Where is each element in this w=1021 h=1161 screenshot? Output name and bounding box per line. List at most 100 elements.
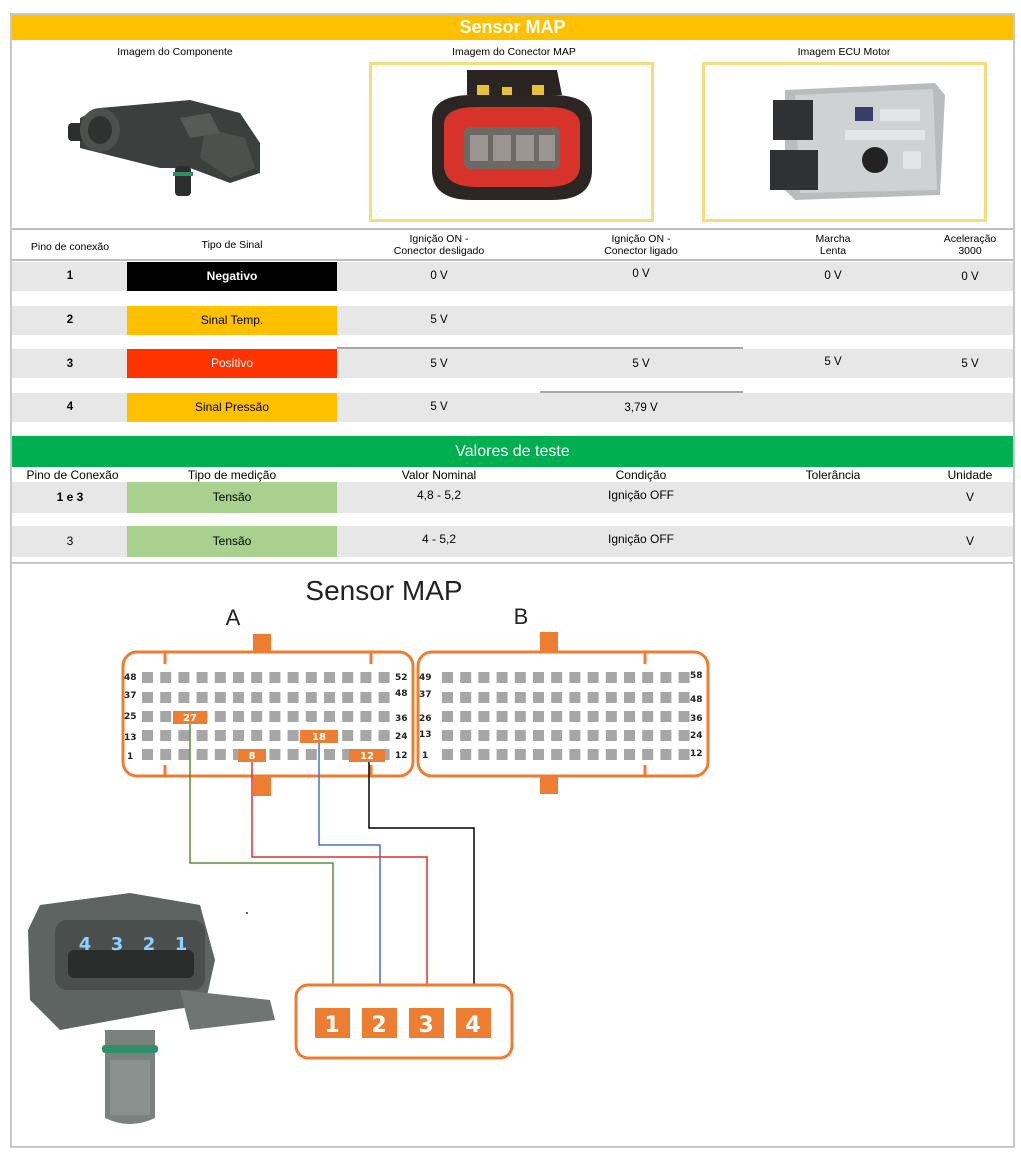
a-row-label-left: 25 <box>124 712 137 722</box>
connector-photo <box>432 70 592 200</box>
connector-pin <box>214 730 226 741</box>
map-sensor-photo <box>68 100 260 196</box>
a-row-label-right: 12 <box>395 751 408 761</box>
sensor-pin-label: 4 <box>79 934 92 955</box>
pin-label: 27 <box>183 713 197 724</box>
connector-pin <box>533 730 544 741</box>
connector-pin <box>196 730 208 741</box>
connector-pin <box>160 672 172 683</box>
header-measurement-type: Tipo de medição <box>187 468 277 482</box>
b-row-label-right: 24 <box>690 731 703 741</box>
connector-pin <box>305 672 317 683</box>
value-idle: 5 V <box>824 356 842 368</box>
connector-pin <box>442 749 453 760</box>
connector-pin <box>269 692 281 703</box>
connector-pin <box>360 672 372 683</box>
connector-pin <box>378 711 390 722</box>
value-ign-off: 5 V <box>430 401 448 413</box>
terminal-box <box>409 1008 444 1038</box>
connector-pin <box>251 711 263 722</box>
pin-label: 8 <box>249 751 256 762</box>
connector-pin <box>269 749 281 760</box>
diagram-title: Sensor MAP <box>305 575 462 606</box>
value-accel: 0 V <box>961 271 979 283</box>
connector-pin <box>478 749 490 760</box>
terminal-label: 3 <box>418 1013 433 1038</box>
header-signal-type: Tipo de Sinal <box>201 239 263 251</box>
connector-image-caption: Imagem do Conector MAP <box>452 46 576 58</box>
connector-pin <box>160 730 172 741</box>
connector-pin <box>496 672 508 683</box>
value-ign-off: 0 V <box>430 270 448 282</box>
pin-number: 1 <box>66 270 74 282</box>
pin-highlight <box>238 749 266 762</box>
b-row-label-right: 12 <box>690 749 703 759</box>
connector-pin <box>605 692 617 703</box>
connector-pin <box>233 672 244 683</box>
connector-pin <box>269 711 281 722</box>
connector-pin <box>678 730 690 741</box>
connector-pin <box>142 711 153 722</box>
cell-border <box>337 347 743 349</box>
pin-number: 4 <box>66 401 74 413</box>
connector-pin <box>342 672 354 683</box>
connector-pin <box>533 711 544 722</box>
connector-b-label: B <box>514 604 529 629</box>
a-row-label-right: 36 <box>395 714 408 724</box>
connector-pin <box>587 711 599 722</box>
a-row-label-left: 13 <box>124 733 137 743</box>
connector-pin <box>324 692 335 703</box>
connector-pin <box>287 749 299 760</box>
connector-pin <box>269 730 281 741</box>
a-row-label-right: 24 <box>395 732 408 742</box>
header-pin: Pino de conexão <box>30 241 110 253</box>
dot <box>246 912 248 914</box>
header-accel: Aceleração 3000 <box>943 233 997 257</box>
connector-pin <box>442 692 453 703</box>
a-row-label-left: 48 <box>124 673 137 683</box>
connector-pin <box>496 692 508 703</box>
cell-border <box>540 391 743 393</box>
connector-pin <box>642 749 654 760</box>
b-row-label-right: 58 <box>690 671 703 681</box>
ecu-photo <box>770 83 945 200</box>
connector-pin <box>142 730 153 741</box>
connector-pin <box>196 692 208 703</box>
connector-pin <box>551 672 563 683</box>
test-values-title: Valores de teste <box>12 436 1013 467</box>
connector-pin <box>305 749 317 760</box>
connector-pin <box>342 711 354 722</box>
pin-number: 3 <box>66 534 74 548</box>
connector-pin <box>233 730 244 741</box>
wire-pin1 <box>189 722 334 1010</box>
a-row-label-right: 52 <box>395 673 408 683</box>
connector-pin <box>442 730 453 741</box>
connector-pin <box>642 711 654 722</box>
connector-pin <box>142 672 153 683</box>
connector-a-label: A <box>226 605 241 630</box>
connector-pin <box>587 730 599 741</box>
connector-pin <box>569 692 581 703</box>
signal-type-cell: Positivo <box>127 349 337 378</box>
connector-pin <box>342 749 354 760</box>
connector-pin <box>214 692 226 703</box>
connector-pin <box>160 749 172 760</box>
connector-pin <box>496 730 508 741</box>
value-accel: 5 V <box>961 358 979 370</box>
connector-pin <box>551 749 563 760</box>
pin-label: 12 <box>360 751 374 762</box>
connector-pin <box>569 711 581 722</box>
wiring-diagram-section <box>12 562 1013 1146</box>
connector-pin <box>178 749 190 760</box>
connector-pin <box>287 711 299 722</box>
signal-type-cell: Sinal Pressão <box>127 393 337 422</box>
terminal-box <box>362 1008 397 1038</box>
connector-pin <box>569 672 581 683</box>
connector-pin <box>478 711 490 722</box>
connector-pin <box>605 730 617 741</box>
terminal-box <box>456 1008 491 1038</box>
a-row-label-left: 1 <box>127 752 133 762</box>
terminal-block <box>294 983 514 1060</box>
connector-pin <box>460 692 472 703</box>
